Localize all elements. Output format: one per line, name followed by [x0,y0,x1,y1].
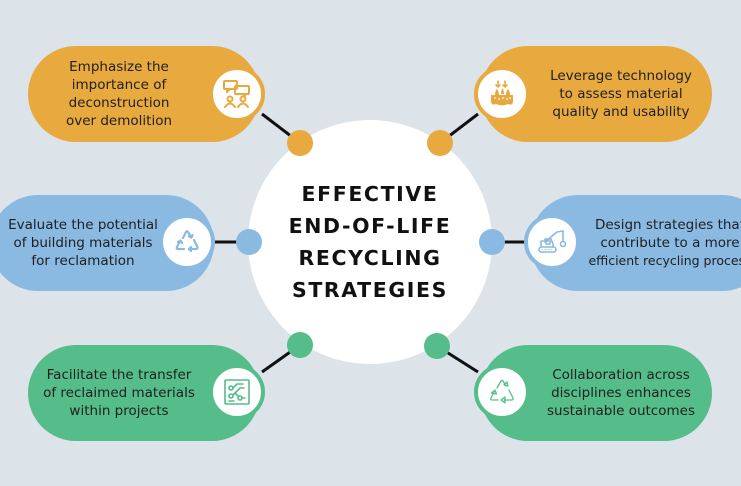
node-text-line: Facilitate the transfer [46,367,192,383]
node-text-line: Design strategies that [594,217,741,233]
central-title-line: END-OF-LIFE [288,214,452,238]
node-text-line: quality and usability [552,104,690,120]
node-text: Facilitate the transfer of reclaimed mat… [43,366,195,420]
circuit-board-icon [224,379,250,405]
node-text-line: efficient recycling process [588,253,741,268]
node-icon-bottom-right [474,364,530,420]
connector-dot-top-left [287,130,313,156]
central-title-line: RECYCLING [298,246,442,270]
node-text-line: disciplines enhances [551,385,691,401]
node-text-line: contribute to a more [600,235,740,251]
material-testing-icon [491,80,513,106]
people-discussion-icon [223,80,250,108]
connector-dot-top-right [427,130,453,156]
node-text: Emphasize the importance of deconstructi… [66,58,172,130]
connector-dot-bottom-left [287,332,313,358]
node-text-line: to assess material [559,86,683,102]
central-title: EFFECTIVE END-OF-LIFE RECYCLING STRATEGI… [289,178,452,306]
node-text-line: deconstruction [68,95,170,111]
recycle-icon [175,230,199,253]
central-title-line: STRATEGIES [291,278,448,302]
node-text-line: of reclaimed materials [43,385,195,401]
node-text-line: Collaboration across [552,367,690,383]
connector-dot-middle-right [479,229,505,255]
node-text-line: within projects [69,403,169,419]
connector-dot-middle-left [236,229,262,255]
node-text-line: of building materials [13,235,153,251]
node-text: Collaboration across disciplines enhance… [547,366,695,420]
node-text-line: Leverage technology [550,68,692,84]
node-text-line: importance of [71,77,167,93]
node-icon-top-right [474,66,530,122]
node-text-line: for reclamation [31,253,135,269]
demolition-excavator-icon [538,230,567,253]
node-text: Leverage technology to assess material q… [550,67,692,121]
node-text-line: sustainable outcomes [547,403,695,419]
node-icon-middle-left [159,214,215,270]
node-text-line: Emphasize the [69,59,169,75]
node-text-line: over demolition [65,113,173,129]
central-title-line: EFFECTIVE [301,182,439,206]
node-text: Design strategies that contribute to a m… [588,216,741,270]
node-text: Evaluate the potential of building mater… [8,216,158,270]
recycle-outline-icon [490,379,514,404]
node-icon-middle-right [524,214,580,270]
central-topic: EFFECTIVE END-OF-LIFE RECYCLING STRATEGI… [248,120,492,364]
connector-dot-bottom-right [424,333,450,359]
node-bottom-left: Facilitate the transfer of reclaimed mat… [28,345,260,441]
node-icon-top-left [209,66,265,122]
node-text-line: Evaluate the potential [8,217,158,233]
node-icon-bottom-left [209,364,265,420]
